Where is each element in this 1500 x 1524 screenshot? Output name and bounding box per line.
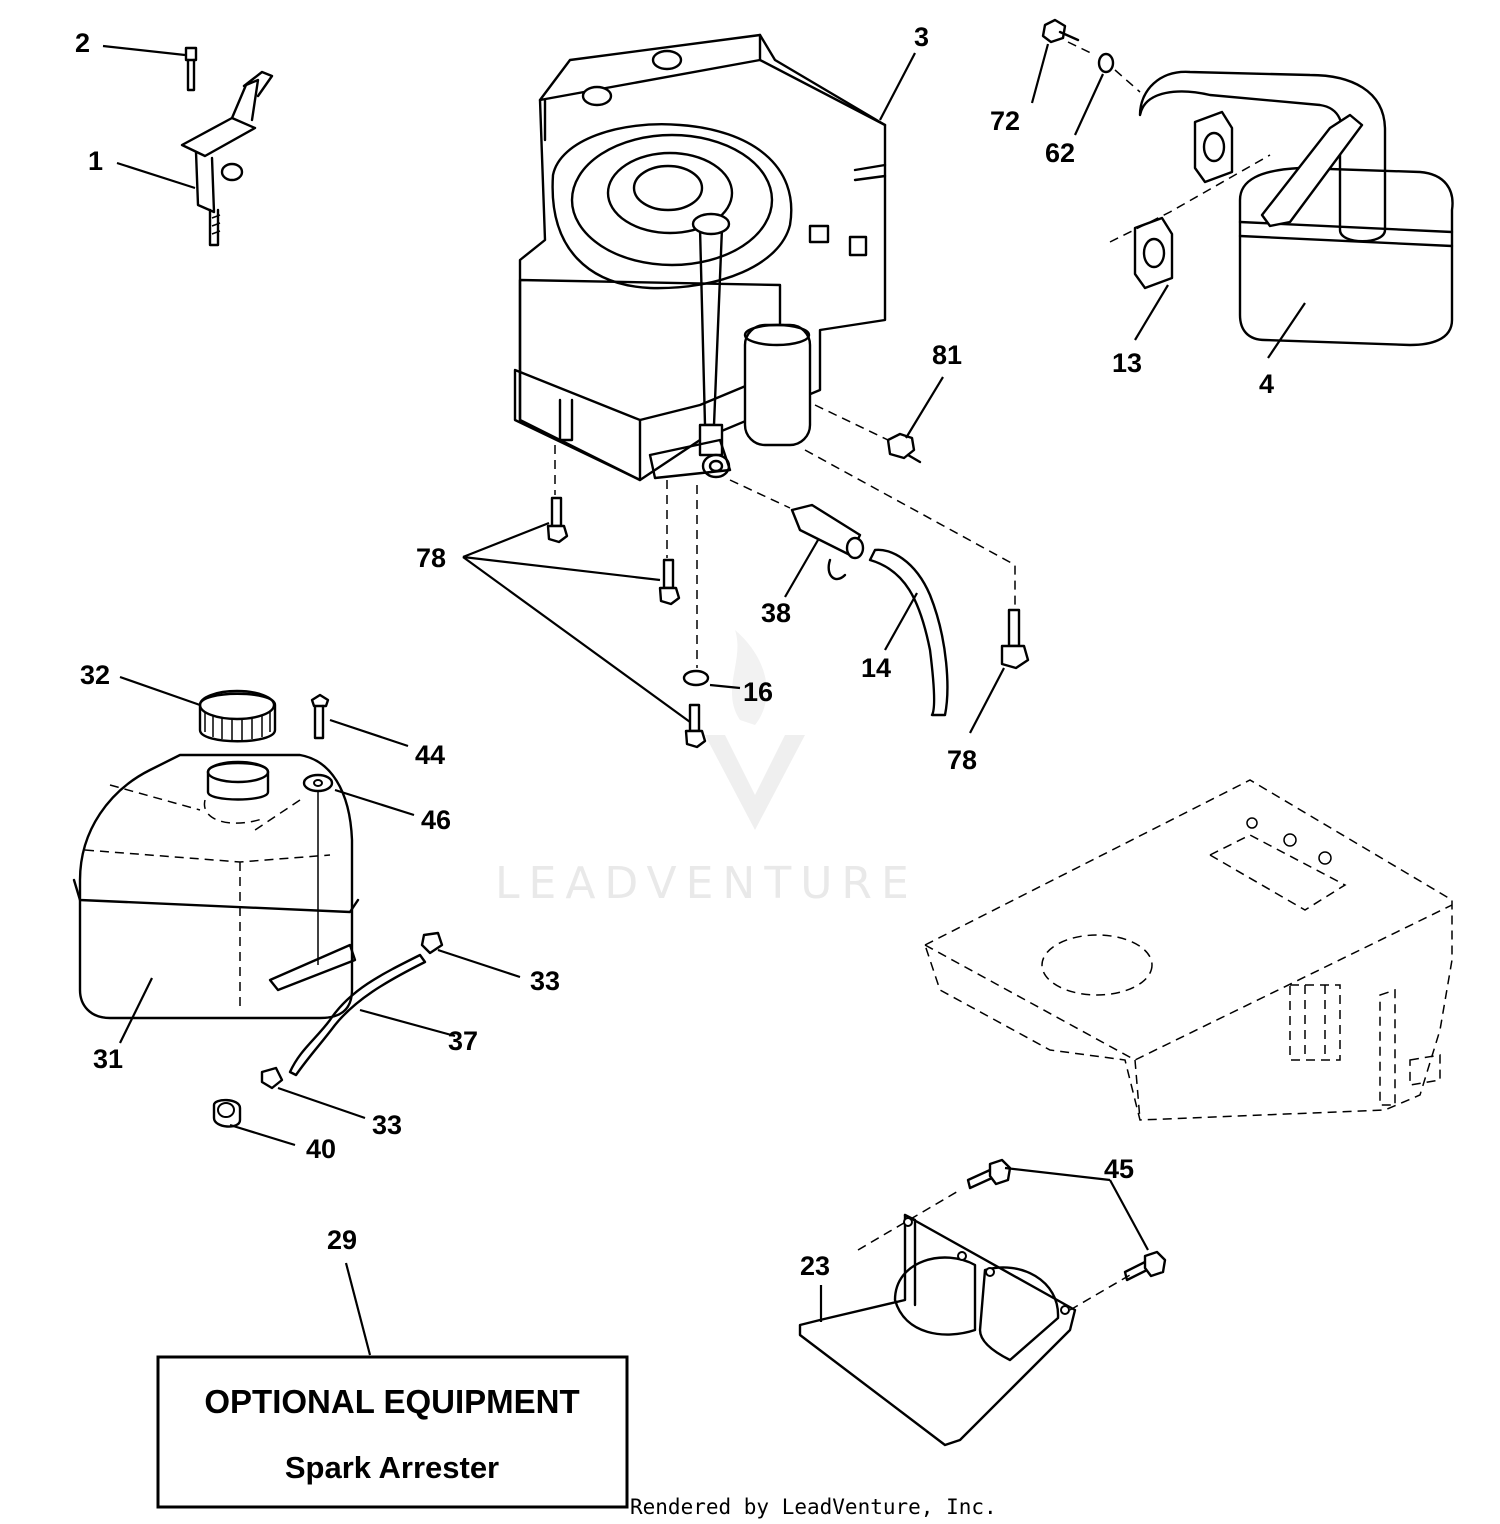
callout-37: 37 (448, 1026, 478, 1056)
callout-62: 62 (1045, 138, 1075, 168)
callout-78-b: 78 (947, 745, 977, 775)
callout-81: 81 (932, 340, 962, 370)
callout-72: 72 (990, 106, 1020, 136)
fuel-filter-part (729, 479, 949, 717)
muffler-group-part (1041, 18, 1454, 347)
callout-46: 46 (421, 805, 451, 835)
callout-3: 3 (914, 22, 929, 52)
callout-4: 4 (1259, 369, 1274, 399)
callout-32: 32 (80, 660, 110, 690)
render-credit: Rendered by LeadVenture, Inc. (630, 1495, 997, 1519)
callout-16: 16 (743, 677, 773, 707)
callout-78-a: 78 (416, 543, 446, 573)
callout-29: 29 (327, 1225, 357, 1255)
leader-lines (102, 43, 1306, 1356)
callout-1: 1 (88, 146, 103, 176)
callout-45: 45 (1104, 1154, 1134, 1184)
watermark: LEADVENTURE (495, 630, 918, 909)
watermark-text: LEADVENTURE (495, 858, 918, 909)
bolt-parts (546, 445, 1030, 749)
optional-equipment-subtitle: Spark Arrester (285, 1450, 499, 1485)
throttle-control-part (180, 46, 274, 247)
callout-33-a: 33 (530, 966, 560, 996)
frame-reference (924, 779, 1453, 1121)
nut-part (804, 404, 1016, 610)
engine-part (513, 33, 887, 482)
heat-shield-part (798, 1158, 1167, 1447)
callout-44: 44 (415, 740, 445, 770)
callout-31: 31 (93, 1044, 123, 1074)
fuel-tank-group-part (72, 689, 444, 1128)
callout-23: 23 (800, 1251, 830, 1281)
callout-40: 40 (306, 1134, 336, 1164)
callout-13: 13 (1112, 348, 1142, 378)
callout-33-b: 33 (372, 1110, 402, 1140)
callout-labels: 2 1 3 72 62 13 4 81 78 38 14 78 16 32 44… (75, 22, 1274, 1281)
lockwasher-part (682, 669, 710, 687)
optional-equipment-title: OPTIONAL EQUIPMENT (204, 1383, 579, 1420)
callout-2: 2 (75, 28, 90, 58)
callout-38: 38 (761, 598, 791, 628)
optional-equipment-box: OPTIONAL EQUIPMENT Spark Arrester (156, 1355, 629, 1509)
callout-14: 14 (861, 653, 891, 683)
